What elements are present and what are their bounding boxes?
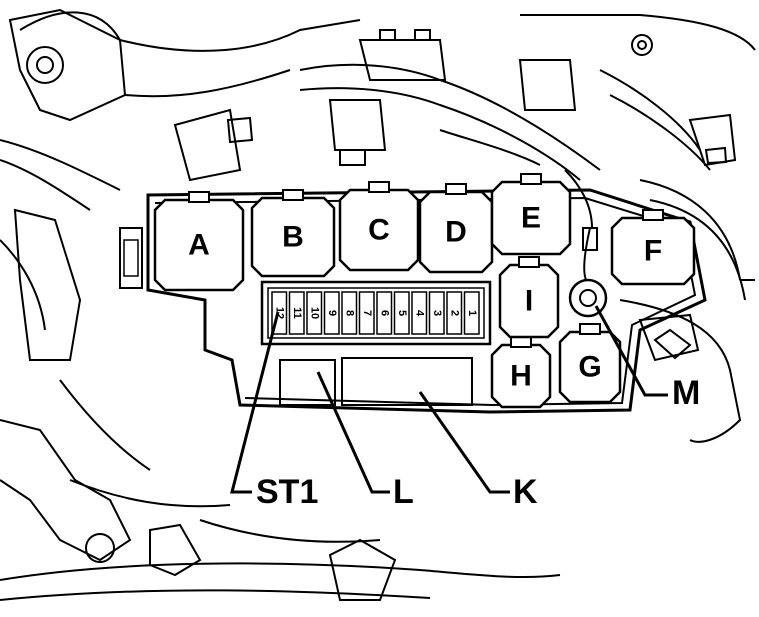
background-line-art xyxy=(0,8,756,601)
relay-a: A xyxy=(153,191,245,292)
leader-l xyxy=(316,371,390,494)
fuse-1: 1 xyxy=(463,291,480,335)
fuse-number: 2 xyxy=(448,310,460,316)
fuse-number: 11 xyxy=(291,307,303,319)
fuse-number: 5 xyxy=(396,310,408,316)
leader-m xyxy=(594,305,668,397)
callout-leaders xyxy=(230,305,668,494)
fuse-7: 7 xyxy=(358,291,375,335)
relay-f: F xyxy=(610,209,696,286)
callout-k: K xyxy=(513,473,538,511)
fuse-4: 4 xyxy=(411,291,428,335)
fuse-8: 8 xyxy=(341,291,358,335)
callout-st1: ST1 xyxy=(256,473,318,511)
fuse-9: 9 xyxy=(323,291,340,335)
fuse-10: 10 xyxy=(306,291,323,335)
relay-label-f: F xyxy=(644,235,662,268)
callout-l: L xyxy=(393,473,414,511)
fuse-11: 11 xyxy=(288,291,305,335)
relay-h: H xyxy=(490,336,552,409)
fuse-number: 8 xyxy=(343,310,355,316)
relay-label-c: C xyxy=(368,214,390,247)
relay-label-a: A xyxy=(188,229,210,262)
leader-k xyxy=(418,391,510,494)
relay-label-e: E xyxy=(521,202,541,235)
relay-g: G xyxy=(558,323,622,404)
fuse-number: 9 xyxy=(326,310,338,316)
relay-label-h: H xyxy=(510,360,532,393)
fuse-number: 4 xyxy=(413,310,425,317)
fuse-5: 5 xyxy=(393,291,410,335)
relay-label-b: B xyxy=(282,221,304,254)
fuse-6: 6 xyxy=(376,291,393,335)
fuse-3: 3 xyxy=(428,291,445,335)
fuse-number: 3 xyxy=(431,310,443,316)
leader-st1 xyxy=(230,311,280,494)
relay-label-g: G xyxy=(578,351,601,384)
relay-label-i: I xyxy=(525,285,533,318)
relay-b: B xyxy=(250,189,336,278)
fuse-number: 10 xyxy=(308,307,320,319)
fuse-2: 2 xyxy=(446,291,463,335)
relay-d: D xyxy=(418,183,494,274)
relay-c: C xyxy=(338,181,420,272)
relay-layer: A B C D E F G H I xyxy=(153,173,696,409)
relay-label-d: D xyxy=(445,216,467,249)
relay-i: I xyxy=(498,256,560,339)
fuse-number: 1 xyxy=(466,310,478,316)
fuse-number: 7 xyxy=(361,310,373,316)
callout-m: M xyxy=(672,374,700,412)
relay-e: E xyxy=(490,173,572,256)
fuse-number: 6 xyxy=(378,310,390,316)
